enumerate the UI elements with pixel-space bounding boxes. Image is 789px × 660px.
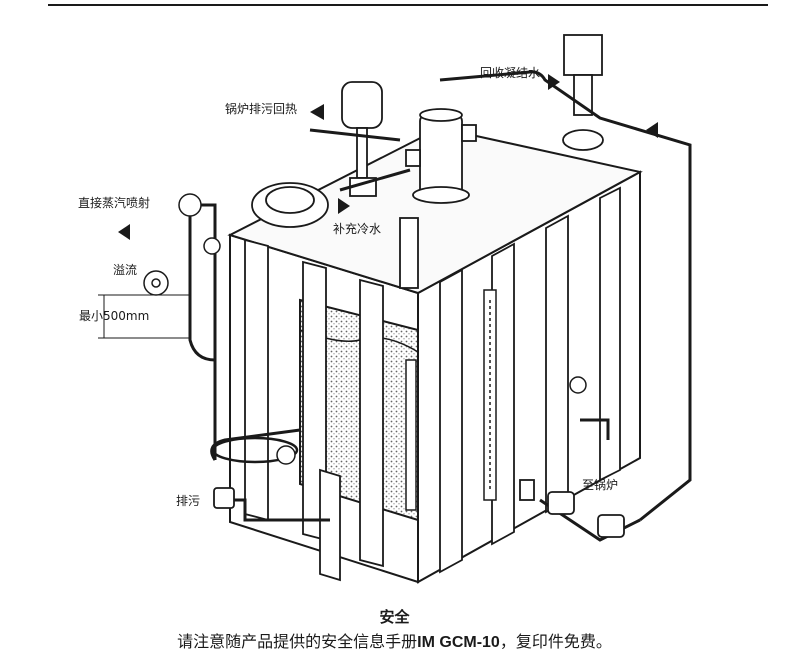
label-drain: 排污 (176, 494, 201, 508)
safety-title: 安全 (379, 608, 410, 626)
dimension-lines (98, 294, 190, 339)
flow-arrows (118, 74, 658, 240)
sight-glass (483, 289, 497, 501)
label-makeup-water: 补充冷水 (333, 222, 382, 236)
tank-cutaway (299, 298, 419, 522)
vent-pipe (399, 217, 419, 289)
safety-note-pre: 请注意随产品提供的安全信息手册 (177, 632, 418, 651)
label-boiler-blowdown: 锅炉排污回热 (225, 102, 298, 116)
feedtank-diagram (98, 34, 692, 584)
manhole-cover (251, 182, 329, 228)
label-condensate-return: 回收凝结水 (480, 66, 541, 80)
control-valve (341, 81, 383, 197)
deaerator-head (405, 108, 477, 204)
label-direct-steam-injection: 直接蒸汽喷射 (78, 196, 151, 210)
label-overflow: 溢流 (113, 263, 138, 277)
flanges (143, 193, 587, 465)
header-rule (48, 4, 768, 6)
safety-note: 请注意随产品提供的安全信息手册IM GCM-10，复印件免费。 (0, 628, 789, 652)
drain-valve (213, 487, 235, 509)
label-to-boiler: 至锅炉 (582, 478, 619, 492)
level-controller (562, 34, 604, 151)
safety-note-post: ，复印件免费。 (499, 632, 612, 651)
stiffeners-left (244, 238, 384, 582)
outlet-valves (519, 479, 625, 538)
safety-note-manual: IM GCM-10 (417, 634, 500, 651)
label-min-height: 最小500mm (79, 309, 150, 323)
